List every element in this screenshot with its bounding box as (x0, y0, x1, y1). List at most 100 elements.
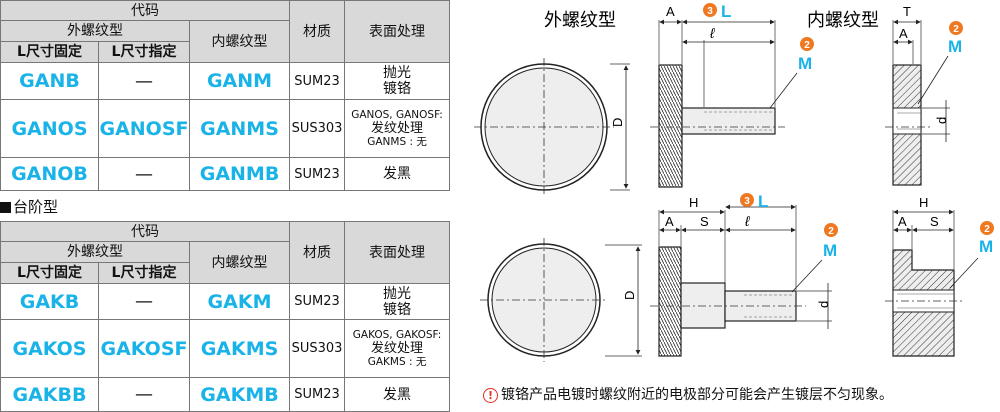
badge-2-num: 2 (828, 226, 834, 237)
header-code: 代码 (0, 0, 291, 21)
header-internal-type: 内螺纹型 (188, 241, 291, 284)
badge-3 (703, 3, 717, 17)
square-bullet-icon (0, 202, 11, 213)
badge-2-num: 2 (953, 24, 959, 35)
badge-2 (980, 221, 994, 235)
header-code: 代码 (0, 221, 291, 242)
header-l-specified-label: L尺寸指定 (111, 44, 177, 60)
dim-M-label: M (979, 237, 993, 256)
code-cell: GAKMS (188, 319, 291, 378)
header-l-fixed-label: L尺寸固定 (17, 44, 82, 60)
dim-T-label: T (903, 4, 911, 19)
surface-cell: 抛光 镀铬 (344, 283, 451, 320)
dim-M-label: M (798, 54, 812, 73)
badge-2-num: 2 (804, 40, 810, 51)
code-cell: — (98, 62, 190, 100)
surface-line: 抛光 (383, 65, 412, 81)
dim-S-label: S (700, 214, 709, 229)
material-cell: SUM23 (289, 62, 346, 100)
surface-line: GANOS, GANOSF: (351, 109, 443, 121)
surface-cell: 发黑 (344, 157, 451, 191)
code-cell: GAKMB (188, 377, 291, 412)
code-cell: GAKB (0, 283, 99, 320)
header-l-fixed: L尺寸固定 (0, 262, 99, 284)
badge-2-num: 2 (984, 224, 990, 235)
dim-l-label: ℓ (744, 213, 750, 229)
material-cell: SUS303 (289, 319, 346, 378)
surface-line: 抛光 (383, 285, 412, 302)
dim-L-label: L (758, 192, 768, 211)
header-material: 材质 (289, 221, 346, 284)
external-step-front-view: D (480, 238, 642, 362)
flat-spec-table: 代码 材质 表面处理 外螺纹型 内螺纹型 L尺寸固定 L尺寸指定 GANB — … (0, 0, 451, 191)
dim-d-label: d (934, 117, 949, 124)
internal-step-section-view: H A S 2 M (885, 195, 994, 357)
warning-icon: ! (483, 388, 498, 403)
dim-A-label: A (898, 214, 907, 229)
code-cell: GANB (0, 62, 99, 100)
code-cell: GAKOSF (98, 319, 190, 378)
dim-M-label: M (823, 241, 837, 260)
badge-3-num: 3 (744, 196, 750, 207)
header-l-specified: L尺寸指定 (98, 262, 190, 284)
header-l-fixed: L尺寸固定 (0, 41, 99, 63)
dim-d-label: d (816, 301, 831, 308)
header-external-type: 外螺纹型 (0, 20, 190, 42)
header-material: 材质 (289, 0, 346, 63)
code-cell: — (98, 157, 190, 191)
surface-line: 发纹处理 (371, 341, 424, 356)
surface-cell: GAKOS, GAKOSF: 发纹处理 GAKMS : 无 (344, 319, 451, 378)
badge-2 (800, 37, 814, 51)
plating-note-text: 镀铬产品电镀时螺纹附近的电极部分可能会产生镀层不匀现象。 (501, 387, 893, 403)
header-surface: 表面处理 (344, 0, 451, 63)
header-l-specified-label: L尺寸指定 (111, 265, 177, 281)
code-cell: GANOS (0, 99, 99, 158)
surface-line: 发纹处理 (371, 121, 424, 136)
dim-A-label: A (666, 4, 675, 19)
surface-line: 镀铬 (383, 301, 412, 318)
dim-A-label: A (665, 214, 674, 229)
step-spec-table: 代码 材质 表面处理 外螺纹型 内螺纹型 L尺寸固定 L尺寸指定 GAKB — … (0, 221, 451, 412)
dim-M-label: M (948, 37, 962, 56)
external-flat-side-view: A ℓ 3 L 2 M (650, 2, 814, 188)
dim-D-label: D (610, 118, 625, 127)
plating-note: !镀铬产品电镀时螺纹附近的电极部分可能会产生镀层不匀现象。 (483, 386, 893, 404)
external-type-title: 外螺纹型 (544, 10, 616, 31)
surface-line: GAKMS : 无 (367, 356, 427, 368)
header-surface: 表面处理 (344, 221, 451, 284)
dim-A-label: A (899, 26, 908, 41)
header-l-fixed-label: L尺寸固定 (17, 265, 82, 281)
dim-l-label: ℓ (709, 25, 715, 41)
header-l-specified: L尺寸指定 (98, 41, 190, 63)
code-cell: GAKM (188, 283, 291, 320)
dim-H-label: H (919, 195, 928, 210)
badge-2 (824, 223, 838, 237)
code-cell: — (98, 283, 190, 320)
surface-cell: 抛光 镀铬 (344, 62, 451, 100)
surface-line: 镀铬 (383, 81, 412, 97)
internal-type-title: 内螺纹型 (807, 10, 879, 31)
header-external-type: 外螺纹型 (0, 241, 190, 263)
technical-drawings: 外螺纹型 内螺纹型 D A ℓ 3 L 2 M (474, 2, 994, 362)
code-cell: — (98, 377, 190, 412)
code-cell: GAKBB (0, 377, 99, 412)
material-cell: SUM23 (289, 283, 346, 320)
code-cell: GANM (188, 62, 291, 100)
internal-flat-section-view: T A d 2 M (885, 4, 963, 186)
dim-L-label: L (721, 2, 731, 21)
code-cell: GANMS (188, 99, 291, 158)
badge-2 (949, 21, 963, 35)
surface-line: GANMS : 无 (367, 136, 427, 148)
external-flat-front-view: D (474, 58, 630, 196)
material-cell: SUM23 (289, 157, 346, 191)
dim-D-label: D (622, 291, 637, 300)
material-cell: SUS303 (289, 99, 346, 158)
badge-3-num: 3 (707, 6, 713, 17)
code-cell: GANOSF (98, 99, 190, 158)
external-step-side-view: H A S ℓ 3 L 2 M d (650, 192, 838, 357)
code-cell: GANMB (188, 157, 291, 191)
header-internal-type: 内螺纹型 (188, 20, 291, 63)
badge-3 (740, 193, 754, 207)
dim-S-label: S (930, 214, 939, 229)
surface-cell: 发黑 (344, 377, 451, 412)
